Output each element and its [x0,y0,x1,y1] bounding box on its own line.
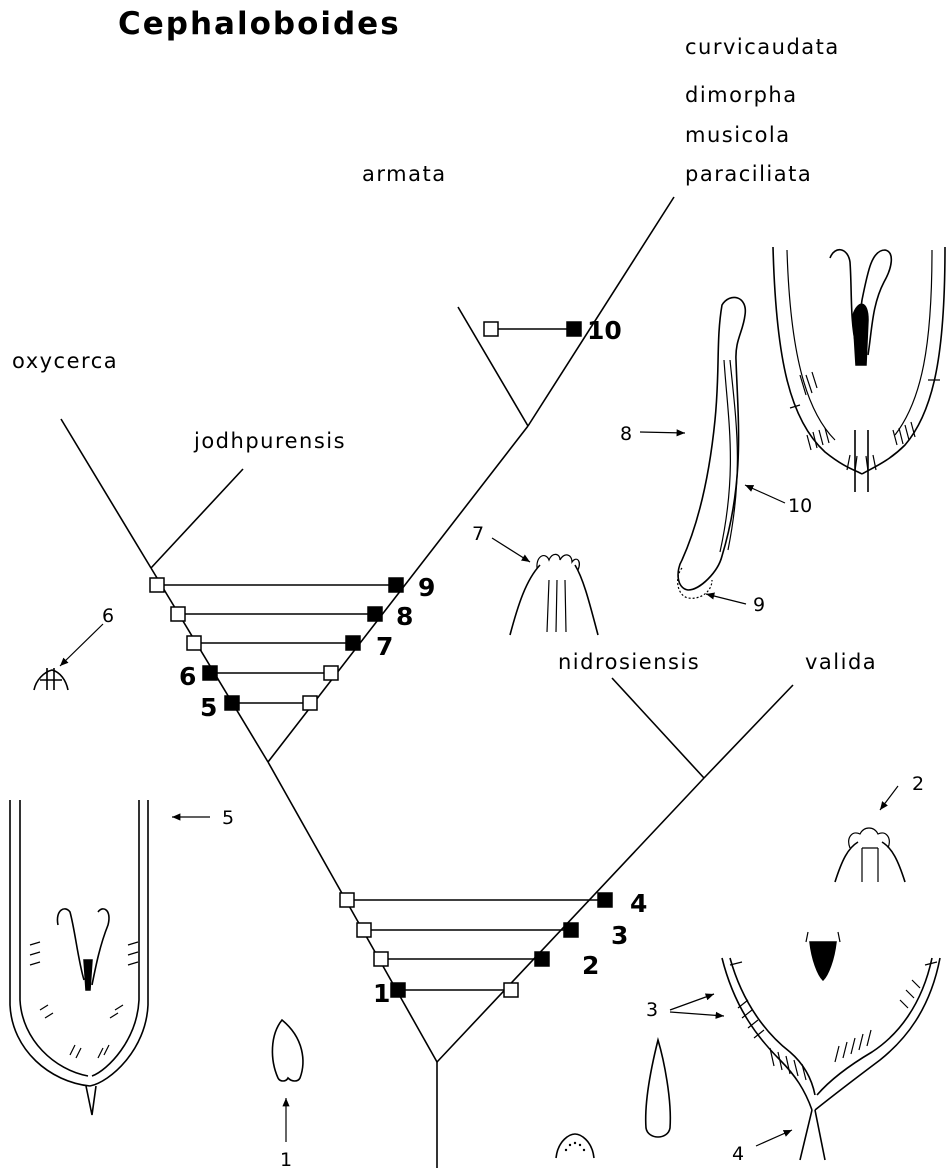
figure-label-4: 4 [732,1143,744,1165]
illustration-spicule-small [646,1040,671,1137]
char-number-7: 7 [376,632,393,661]
illustration-amphid [556,1134,594,1158]
taxon-label-oxycerca: oxycerca [12,349,118,373]
open-square [484,322,498,336]
branch-curvicaudata-group [528,197,674,426]
open-square [374,952,388,966]
open-square [324,666,338,680]
arrow-9 [706,594,746,604]
char-number-2: 2 [582,951,599,980]
illustration-head-2: 2 [835,773,924,882]
branch-nidrosiensis [612,678,704,778]
filled-square-3 [564,923,578,937]
left-clade-branch [268,762,437,1062]
arrow-10 [745,485,785,503]
open-square [150,578,164,592]
right-clade-branch [437,778,704,1062]
illustration-male-tail-bottom-left: 5 [10,800,234,1115]
figure-label-7: 7 [472,523,484,545]
char-number-9: 9 [418,573,435,602]
branch-valida [704,685,793,778]
taxon-label-curvicaudata: curvicaudata [685,35,840,59]
arrow-6 [60,624,103,666]
illustration-tail-bottom-right: 3 4 [646,932,940,1165]
illustration-male-tail-top-right [773,247,945,492]
open-square [340,893,354,907]
figure-label-2: 2 [912,773,924,795]
taxon-label-jodhpurensis: jodhpurensis [193,429,346,453]
filled-square-10 [567,322,581,336]
open-square [303,696,317,710]
filled-square-1 [391,983,405,997]
filled-square-2 [535,952,549,966]
char-number-6: 6 [179,662,196,691]
illustration-head-7: 7 [472,523,598,635]
figure-label-6: 6 [102,605,114,627]
branch-oxycerca [61,419,151,568]
filled-square-5 [225,696,239,710]
char-number-1: 1 [373,979,390,1008]
taxon-label-paraciliata: paraciliata [685,162,812,186]
character-bars-upper [484,322,581,336]
taxon-label-musicola: musicola [685,123,791,147]
cladogram-branches [61,197,793,1168]
arrow-8 [640,432,685,433]
arrow-3b [670,1012,724,1016]
arrow-3a [670,994,714,1010]
char-number-5: 5 [200,693,217,722]
branch-jodhpurensis [151,469,243,568]
char-number-8: 8 [396,602,413,631]
taxon-label-valida: valida [805,650,877,674]
char-number-10: 10 [587,316,622,345]
filled-square-8 [368,607,382,621]
filled-square-4 [598,893,612,907]
branch-upper-clade [268,426,528,762]
open-square [171,607,185,621]
char-number-3: 3 [611,921,628,950]
open-square [187,636,201,650]
arrow-4 [756,1130,792,1146]
filled-square-9 [389,578,403,592]
arrow-2 [880,786,898,810]
arrow-7 [492,538,530,562]
figure-label-5: 5 [222,807,234,829]
genus-title: Cephaloboides [118,6,401,42]
figure-label-10: 10 [788,495,812,517]
taxon-label-dimorpha: dimorpha [685,83,798,107]
open-square [357,923,371,937]
illustration-spicule-1: 1 [272,1020,302,1171]
figure-label-9: 9 [753,594,765,616]
taxon-label-armata: armata [362,162,447,186]
char-number-4: 4 [630,889,647,918]
filled-square-6 [203,666,217,680]
branch-oxycerca-clade [151,568,268,762]
open-square [504,983,518,997]
figure-label-8: 8 [620,423,632,445]
illustration-spicule: 8 10 9 [620,297,812,616]
figure-label-1: 1 [280,1149,292,1171]
taxon-label-nidrosiensis: nidrosiensis [558,650,700,674]
figure-label-3: 3 [646,999,658,1021]
illustration-head-6: 6 [34,605,114,690]
filled-square-7 [346,636,360,650]
